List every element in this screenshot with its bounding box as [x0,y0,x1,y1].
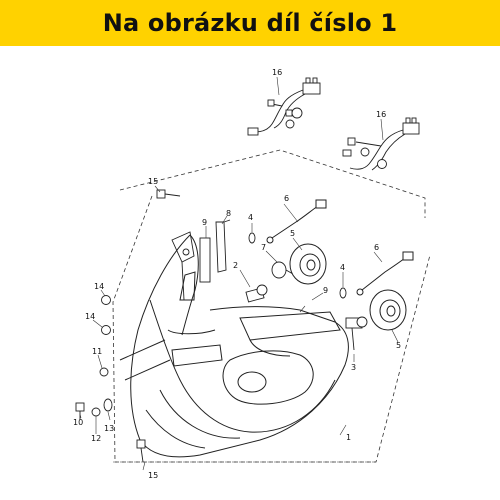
callout-13: 13 [104,424,114,433]
callout-14a: 14 [94,282,104,291]
bolt-10 [75,402,85,420]
callout-5b: 5 [396,341,401,350]
assembly-frame-upper [119,149,426,218]
bulb-2 [245,284,268,303]
dust-cover-5-left [289,243,327,285]
dust-cover-5-right [369,289,407,331]
mount-bracket [171,231,195,301]
banner-title: Na obrázku díl číslo 1 [102,9,398,37]
part-8-clip [215,219,231,273]
callout-6b: 6 [374,243,379,252]
callout-15b: 15 [148,471,158,480]
callout-5a: 5 [290,229,295,238]
header-banner: Na obrázku díl číslo 1 [0,0,500,46]
callout-4b: 4 [340,263,345,272]
bulb-4-right [339,287,347,299]
leader-line [276,76,280,96]
callout-1: 1 [346,433,351,442]
bulb-3 [345,316,368,351]
callout-12: 12 [91,434,101,443]
wiring-harness-left [247,77,321,136]
callout-16a: 16 [272,68,282,77]
callout-14b: 14 [85,312,95,321]
socket-7 [271,261,301,279]
bolt-15-bottom [136,439,146,463]
callout-10: 10 [73,418,83,427]
bulb-4-left [248,232,256,244]
cable-6-left [266,199,327,244]
callout-16b: 16 [376,110,386,119]
callout-3: 3 [351,363,356,372]
nut-14-upper [101,295,111,305]
callout-11: 11 [92,347,102,356]
callout-8: 8 [226,209,231,218]
leader-lines [79,185,399,471]
callout-6a: 6 [284,194,289,203]
callout-9a: 9 [202,218,207,227]
leader-line [380,118,384,141]
washer-12 [91,407,101,417]
cable-6-right [356,251,414,296]
callout-9b: 9 [323,286,328,295]
nut-14-lower [101,325,111,335]
wiring-harness-right [342,117,420,171]
part-9-tube [199,237,211,283]
callout-7: 7 [261,243,266,252]
grommet-13 [103,398,113,412]
callout-4a: 4 [248,213,253,222]
callout-15a: 15 [148,177,158,186]
headlight-assembly [119,234,349,458]
assembly-frame-outer [112,195,431,463]
bolt-15-top [156,189,181,199]
callout-2: 2 [233,261,238,270]
screw-11 [99,367,109,377]
